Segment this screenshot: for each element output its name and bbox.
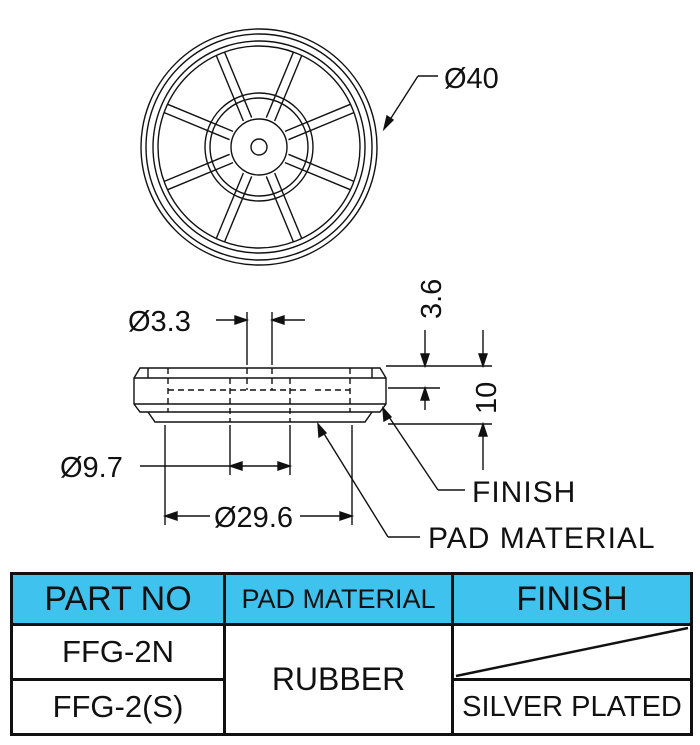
spoke-edge (215, 55, 245, 122)
spoke-edge (265, 176, 295, 243)
total-height-label: 10 (471, 382, 503, 414)
disc-outline (133, 367, 387, 413)
part-number-cell: FFG-2(S) (10, 678, 226, 736)
spoke-edge (273, 55, 303, 122)
table-row: FFG-2(S) SILVER PLATED (10, 678, 693, 736)
pad-outline (147, 411, 373, 423)
finish-value-cell: SILVER PLATED (451, 678, 693, 736)
spokes (163, 51, 355, 243)
pad-diameter-label: Ø29.6 (214, 502, 293, 534)
outer-diameter-label: Ø40 (444, 63, 499, 95)
spoke-edge (163, 111, 230, 141)
spoke-edge (284, 161, 351, 191)
note-leaders (317, 405, 465, 538)
header-pad-material: PAD MATERIAL (223, 572, 454, 626)
header-part-no: PART NO (10, 572, 226, 626)
base-diameter-label: Ø9.7 (60, 452, 123, 484)
header-finish: FINISH (451, 572, 693, 626)
pad-circle (204, 92, 314, 202)
spoke-edge (223, 51, 253, 118)
hub-circle (230, 118, 288, 176)
finish-note: FINISH (472, 476, 576, 509)
technical-drawing: Ø40 (60, 28, 656, 555)
diagonal-slash (455, 626, 689, 678)
rim-inner-circle (145, 33, 373, 261)
dimension-lines (140, 315, 488, 521)
hidden-lines (167, 368, 351, 422)
pad-material-cell: RUBBER (223, 623, 454, 736)
spoke-edge (167, 161, 234, 191)
outer-rim-circle (140, 28, 378, 266)
rim-circle-3 (157, 45, 361, 249)
spoke-edge (288, 111, 355, 141)
hole-diameter-label: Ø3.3 (128, 306, 191, 338)
part-number-cell: FFG-2N (10, 623, 226, 681)
center-hole (250, 138, 268, 156)
table-row: FFG-2N RUBBER (10, 623, 693, 736)
outer-diameter-leader (382, 75, 438, 132)
rim-circle-2 (152, 40, 366, 254)
spoke-edge (167, 103, 234, 133)
top-view (140, 28, 378, 266)
spec-table: PART NO PAD MATERIAL FINISH FFG-2N RUBBE… (10, 572, 693, 736)
spoke-edge (288, 153, 355, 183)
pad-inner-circle (209, 97, 309, 197)
spoke-edge (215, 172, 245, 239)
spoke-edge (273, 172, 303, 239)
finish-none-cell (451, 623, 693, 681)
spoke-edge (265, 51, 295, 118)
pad-material-note: PAD MATERIAL (428, 522, 656, 555)
spoke-edge (223, 176, 253, 243)
side-view (133, 312, 492, 525)
finish-height-label: 3.6 (416, 279, 448, 319)
spoke-edge (163, 153, 230, 183)
table-header-row: PART NO PAD MATERIAL FINISH (10, 572, 693, 626)
spoke-edge (284, 103, 351, 133)
